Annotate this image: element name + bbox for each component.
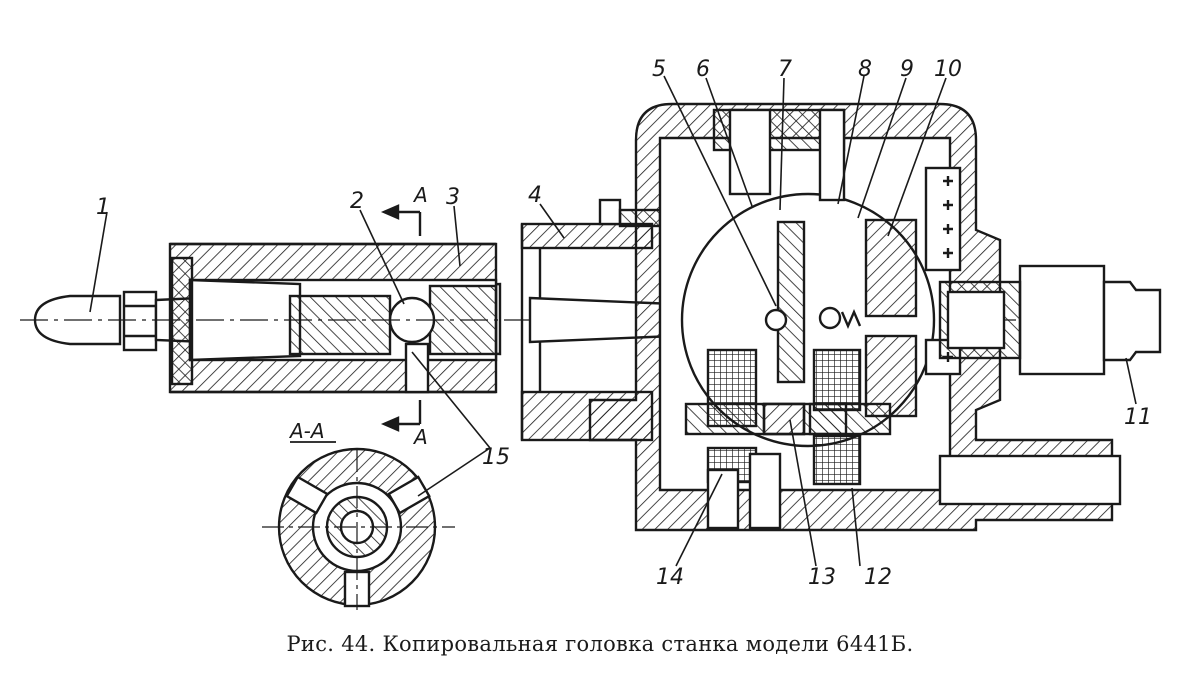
callout-2: 2 bbox=[350, 189, 364, 214]
callout-9: 9 bbox=[900, 57, 914, 82]
callout-3: 3 bbox=[446, 185, 460, 210]
copy-head-assembly bbox=[520, 102, 1162, 532]
leader-lines bbox=[89, 75, 1137, 567]
callout-6: 6 bbox=[696, 57, 710, 82]
section-label-upper: A bbox=[412, 183, 428, 207]
callout-13: 13 bbox=[808, 565, 836, 590]
figure-caption: Рис. 44. Копировальная головка станка мо… bbox=[286, 632, 914, 656]
scale-marks bbox=[943, 176, 953, 362]
callout-7: 7 bbox=[778, 57, 792, 82]
section-label-lower: A bbox=[412, 425, 428, 449]
callout-12: 12 bbox=[864, 565, 892, 590]
section-marker-lower bbox=[380, 400, 422, 432]
callout-4: 4 bbox=[528, 183, 542, 208]
callout-11: 11 bbox=[1124, 405, 1152, 430]
callout-1: 1 bbox=[96, 195, 110, 220]
callout-15: 15 bbox=[482, 445, 510, 470]
section-marker-upper bbox=[380, 204, 422, 236]
callout-5: 5 bbox=[652, 57, 666, 82]
callout-10: 10 bbox=[934, 57, 962, 82]
callout-8: 8 bbox=[858, 57, 872, 82]
section-title: A-A bbox=[288, 419, 325, 443]
callout-14: 14 bbox=[656, 565, 684, 590]
section-view bbox=[262, 447, 455, 610]
stylus-holder-assembly bbox=[33, 242, 502, 394]
